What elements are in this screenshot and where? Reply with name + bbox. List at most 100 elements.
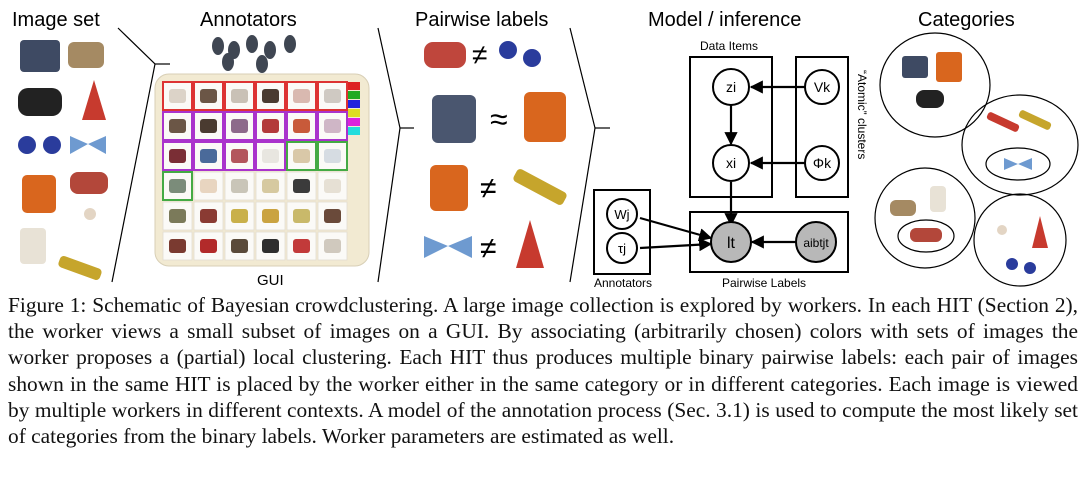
gui-thumbnail-image: [293, 209, 310, 223]
node-Phi-label: Φk: [813, 155, 832, 171]
gui-thumbnail-image: [169, 179, 186, 193]
figure-caption: Figure 1: Schematic of Bayesian crowdclu…: [8, 292, 1078, 449]
annotator-icon-7: [256, 55, 268, 73]
gui-thumbnail-image: [169, 149, 186, 163]
separator-chevron-2: [377, 27, 401, 283]
category-ties-bowties: [961, 94, 1079, 196]
panel-title-categories: Categories: [918, 9, 1015, 31]
pair1-sneaker: [424, 42, 466, 68]
gui-thumbnail-image: [231, 89, 248, 103]
gui-label: GUI: [257, 272, 284, 289]
node-tau-label: τj: [618, 241, 626, 256]
separator-chevron-1: [111, 27, 156, 283]
node-Phi: [804, 145, 840, 181]
graphical-model: Data Items “Atomic” clusters Annotators …: [593, 39, 869, 290]
pair2-bag-grey: [432, 95, 476, 143]
node-l: [710, 221, 752, 263]
node-tau: [606, 232, 638, 264]
panel-title-pairwise-labels: Pairwise labels: [415, 9, 548, 31]
gui-thumbnail-image: [262, 149, 279, 163]
pair4-bowtie: [424, 236, 472, 258]
node-x: [712, 144, 750, 182]
node-W: [606, 198, 638, 230]
gui-thumbnail-image: [200, 149, 217, 163]
pair4-earring-red: [516, 220, 544, 268]
gui-thumbnail-image: [262, 89, 279, 103]
thumb-orange-bag: [22, 175, 56, 213]
pair1-earring-a: [499, 41, 517, 59]
node-l-label: lt: [727, 235, 736, 252]
gui-thumbnail-image: [293, 149, 310, 163]
gui-thumbnail-image: [324, 179, 341, 193]
annotator-icon-5: [284, 35, 296, 53]
gui-thumbnail-image: [200, 209, 217, 223]
annotator-icons: [212, 35, 296, 73]
plate-pairwise: [689, 211, 849, 273]
gui-thumbnail-image: [169, 119, 186, 133]
gui-thumbnail[interactable]: [317, 141, 348, 171]
edge-tau-l: [639, 238, 713, 252]
node-W-label: Wj: [614, 207, 629, 222]
thumb-bowtie: [70, 136, 106, 154]
gui-thumbnail-image: [200, 89, 217, 103]
pair1-symbol: ≠: [472, 39, 487, 70]
gui-thumbnail-image: [293, 179, 310, 193]
plate-label-annotators: Annotators: [594, 276, 652, 290]
gui-thumbnail[interactable]: [255, 171, 286, 201]
plate-label-data-items: Data Items: [700, 39, 758, 53]
pair4-symbol: ≠: [480, 232, 496, 265]
gui-grid: [162, 81, 348, 261]
annotator-icon-4: [264, 41, 276, 59]
gui-thumbnail-image: [231, 149, 248, 163]
annotator-icon-1: [212, 37, 224, 55]
node-V: [804, 69, 840, 105]
node-x-label: xi: [726, 155, 736, 171]
gui-palette: [348, 82, 360, 135]
categories-panel: [874, 32, 1079, 287]
gui-thumbnail-image: [262, 209, 279, 223]
separator-chevron-3: [569, 27, 596, 283]
gui-thumbnail[interactable]: [193, 201, 224, 231]
gui-thumbnail-image: [231, 239, 248, 253]
annotator-icon-3: [246, 35, 258, 53]
node-z-label: zi: [726, 79, 736, 95]
pair3-symbol: ≠: [480, 172, 496, 205]
thumb-handbag: [20, 40, 60, 72]
gui-thumbnail-image: [293, 89, 310, 103]
category-shoes: [874, 167, 976, 269]
gui-thumbnail-image: [231, 119, 248, 133]
gui-thumbnail-image: [324, 89, 341, 103]
gui-window: GUI: [154, 73, 370, 289]
annotator-icon-6: [222, 53, 234, 71]
node-ab-label: aibtjt: [803, 236, 829, 250]
pair1-earring-b: [523, 49, 541, 67]
thumb-earring-blue-1: [18, 136, 36, 154]
gui-thumbnail-image: [169, 239, 186, 253]
thumb-pearls: [84, 208, 96, 220]
gui-thumbnail-image: [200, 119, 217, 133]
gui-thumbnail-image: [324, 239, 341, 253]
plate-label-pairwise: Pairwise Labels: [722, 276, 806, 290]
pair3-bag-orange: [430, 165, 468, 211]
gui-thumbnail-image: [231, 209, 248, 223]
gui-thumbnail-image: [293, 119, 310, 133]
panel-title-annotators: Annotators: [200, 9, 297, 31]
subcategory-bowties: [985, 147, 1051, 181]
gui-thumbnail-image: [293, 239, 310, 253]
category-jewelry: [973, 193, 1067, 287]
plate-label-atomic-clusters: “Atomic” clusters: [855, 70, 869, 159]
edge-W-l: [639, 216, 713, 242]
subcategory-sneakers: [897, 219, 955, 253]
thumb-sneaker: [70, 172, 108, 194]
pairwise-pairs: ≠ ≈ ≠ ≠: [424, 39, 567, 268]
category-bags: [879, 32, 991, 138]
node-V-label: Vk: [814, 79, 831, 95]
thumb-earring-red: [82, 80, 106, 120]
gui-thumbnail-image: [262, 179, 279, 193]
thumb-clutch: [18, 88, 62, 116]
gui-thumbnail-image: [169, 89, 186, 103]
figure-1: Image set Annotators Pairwise labels Mod…: [12, 9, 1079, 290]
gui-thumbnail-image: [262, 239, 279, 253]
panel-title-image-set: Image set: [12, 9, 100, 31]
gui-thumbnail-image: [169, 209, 186, 223]
